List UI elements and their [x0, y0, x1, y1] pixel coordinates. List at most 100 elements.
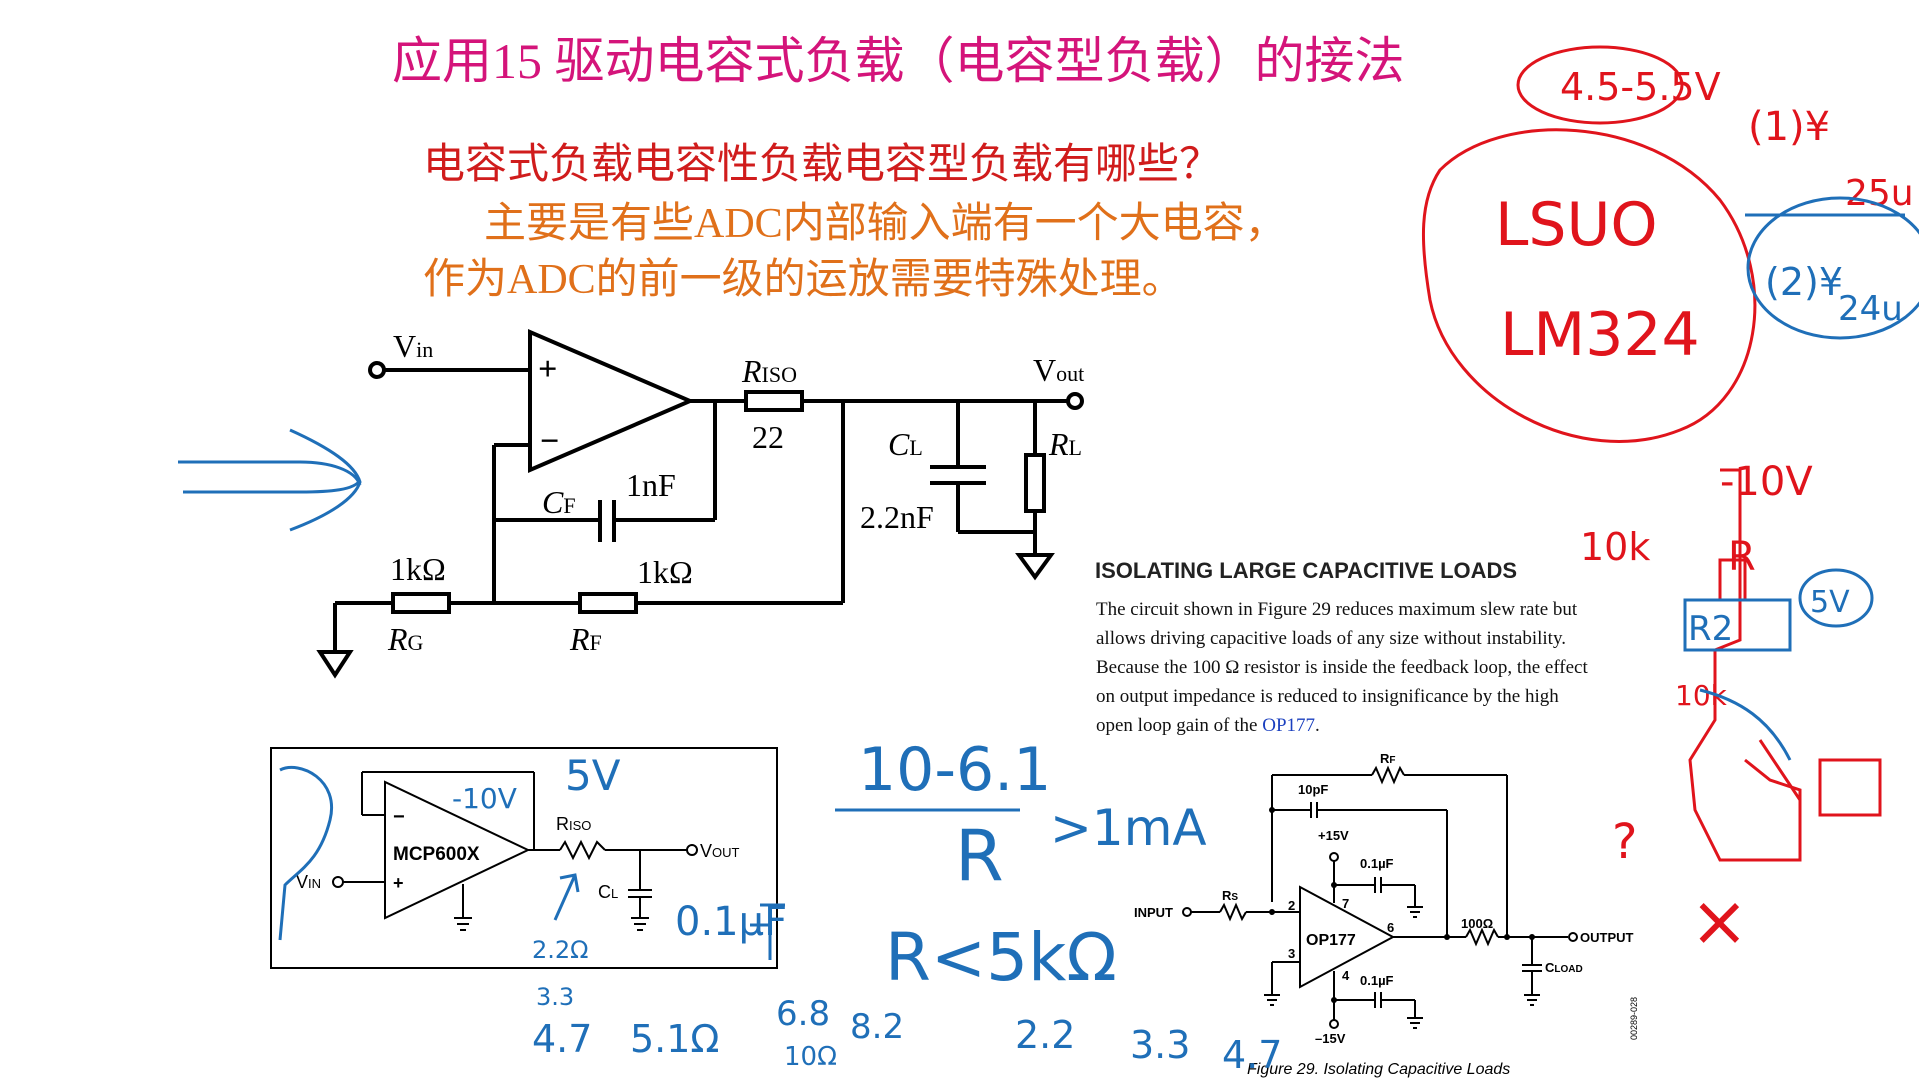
- red-stroke: [1758, 739, 1802, 801]
- cl-value: 2.2nF: [860, 499, 934, 535]
- question-text: 电容式负载电容性负载电容型负载有哪些？: [423, 141, 1221, 188]
- minus-sign: −: [540, 423, 559, 460]
- opamp-triangle: [528, 328, 696, 474]
- riso-label: RISO: [741, 353, 797, 389]
- riso-value: 22: [752, 419, 784, 455]
- blue-stroke: [1699, 688, 1792, 761]
- rg-value: 1kΩ: [390, 551, 446, 587]
- answer-line-2: 作为ADC的前一级的运放需要特殊处理。: [423, 257, 1184, 303]
- hw-note-c1: (1)¥: [1748, 104, 1830, 150]
- hw-5v-right: 5V: [1810, 585, 1850, 620]
- hw-part2: LM324: [1500, 300, 1700, 370]
- hw-note-24: 24u: [1838, 289, 1903, 329]
- op177-pin7: 7: [1342, 896, 1349, 911]
- riso-resistor: [744, 390, 804, 412]
- rg-resistor: [391, 592, 451, 614]
- hw-r10k: 10k: [1580, 525, 1650, 569]
- hw-ratio-bottom: R: [955, 815, 1004, 897]
- article-line-4: on output impedance is reduced to insign…: [1096, 686, 1559, 707]
- hw-minus10v: -10V: [1720, 459, 1813, 505]
- red-big-loop: [1421, 128, 1757, 443]
- junction-dot: [1269, 909, 1275, 915]
- red-circuit-sketch: [1688, 468, 1802, 862]
- junction-dot: [1529, 934, 1535, 940]
- article-line-2: allows driving capacitive loads of any s…: [1096, 628, 1566, 649]
- cf-value: 1nF: [626, 467, 676, 503]
- op177-rs-label: RS: [1222, 888, 1238, 903]
- mcp-frame: [270, 747, 778, 969]
- rl-resistor: [1024, 453, 1046, 513]
- junction-dot: [1331, 997, 1337, 1003]
- cf-label: CF: [542, 484, 576, 520]
- op177-caption: Figure 29. Isolating Capacitive Loads: [1247, 1061, 1510, 1078]
- answer-line-1: 主要是有些ADC内部输入端有一个大电容，: [484, 200, 1287, 247]
- mcp-vin-label: VIN: [296, 872, 321, 892]
- main-circuit: [316, 328, 1084, 679]
- rf-label: RF: [569, 621, 602, 657]
- hw-r22: 2.2Ω: [532, 936, 589, 964]
- article-line-5: open loop gain of the OP177.: [1096, 715, 1320, 736]
- junction-dot: [1504, 934, 1510, 940]
- op177-pin6: 6: [1387, 920, 1394, 935]
- mcp-plus: +: [393, 873, 404, 893]
- op177-pin3: 3: [1288, 946, 1295, 961]
- op177-rf-label: RF: [1380, 751, 1396, 766]
- rf-value: 1kΩ: [637, 554, 693, 590]
- blue-annotations: [178, 196, 1919, 960]
- op177-pin2: 2: [1288, 898, 1295, 913]
- op177-link[interactable]: OP177: [1262, 715, 1315, 736]
- op177-figure-id: 00289-028: [1629, 997, 1639, 1040]
- article-heading: ISOLATING LARGE CAPACITIVE LOADS: [1095, 558, 1517, 583]
- op177-pin4: 4: [1342, 968, 1350, 983]
- hw-note-25: 25u: [1845, 173, 1914, 214]
- hw-r33: 3.3: [536, 983, 574, 1011]
- blue-stroke-2: [750, 903, 785, 960]
- op177-cload-label: CLOAD: [1545, 960, 1583, 975]
- hw-5v-top: 5V: [565, 751, 621, 800]
- blue-circle-note: [1746, 196, 1919, 340]
- hw-mcp-10v: -10V: [452, 782, 517, 815]
- hw-r47: 4.7: [532, 1017, 592, 1061]
- op177-opamp-label: OP177: [1306, 932, 1356, 949]
- hw-r-label: R: [1728, 534, 1756, 580]
- hw-note-c2: (2)¥: [1765, 260, 1843, 304]
- hw-ratio-top: 10-6.1: [858, 735, 1051, 805]
- hw-r68: 6.8: [776, 994, 830, 1034]
- op177-10pf: 10pF: [1298, 782, 1328, 797]
- op177-vminus: –15V: [1315, 1031, 1346, 1046]
- blue-arrow: [178, 428, 362, 532]
- blue-circle-5v: [1798, 568, 1874, 628]
- mcp-circuit: [270, 747, 778, 969]
- red-box-sketch: [1818, 758, 1882, 817]
- hw-part1: LSUO: [1495, 190, 1658, 260]
- vout-label: Vout: [1033, 352, 1084, 388]
- cl-label: CL: [888, 426, 923, 462]
- op177-c-top: 0.1µF: [1360, 856, 1394, 871]
- hw-r82: 8.2: [850, 1007, 904, 1047]
- red-circle-supply: [1516, 45, 1684, 125]
- hw-question: ?: [1612, 814, 1637, 870]
- mcp-vout-label: VOUT: [700, 841, 740, 861]
- op177-vplus: +15V: [1318, 828, 1349, 843]
- mcp-cl-label: CL: [598, 882, 618, 902]
- hw-r-less: R<5kΩ: [885, 919, 1117, 996]
- op177-circuit: [1182, 765, 1578, 1029]
- junction-dot: [1331, 882, 1337, 888]
- hw-r51: 5.1Ω: [630, 1017, 719, 1061]
- mcp-minus: −: [393, 806, 405, 828]
- slide-title: 应用15 驱动电容式负载（电容型负载）的接法: [392, 33, 1405, 89]
- junction-dot: [1444, 934, 1450, 940]
- hw-c01: 0.1μF: [675, 899, 787, 945]
- op177-output-label: OUTPUT: [1580, 930, 1634, 945]
- vin-terminal: [368, 361, 386, 379]
- red-annotations: [1421, 45, 1882, 862]
- mcp-opamp-label: MCP600X: [393, 844, 480, 865]
- op177-r100: 100Ω: [1461, 916, 1493, 931]
- blue-mcp-arrow: [553, 873, 580, 921]
- op177-input-label: INPUT: [1134, 905, 1173, 920]
- hw-cross: ×: [1690, 880, 1749, 962]
- rg-label: RG: [387, 621, 424, 657]
- hw-row-22: 2.2: [1015, 1013, 1075, 1057]
- hw-ma: >1mA: [1050, 799, 1207, 857]
